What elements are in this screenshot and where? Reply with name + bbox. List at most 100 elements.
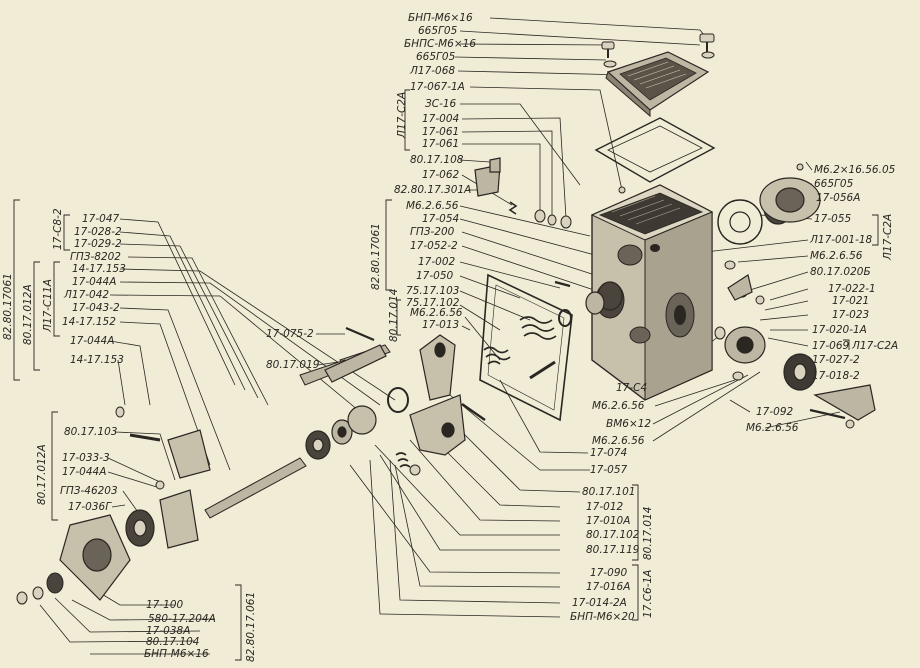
label-c4: 17-052-2 [410,240,458,252]
label-a6: 17-067-1А [410,81,465,93]
gearbox-housing [590,184,714,401]
label-k12: 17-069 [812,340,850,352]
label-k6: М6.2.6.56 [810,250,863,262]
group-label-v5: Л17-С11А [42,279,54,332]
label-h10: 17-014-2А [572,597,627,609]
label-k14: 17-018-2 [812,370,860,382]
label-d2: 17-028-2 [74,226,122,238]
label-h6: 80.17.102 [586,529,640,541]
label-f1: 80.17.103 [64,426,118,438]
label-b7: 82.80.17.301А [394,184,472,196]
label-k4: 17-055 [814,213,852,225]
group-label-v2: 82.80.17061 [370,223,382,290]
group-label-v1: Л17-С2А [396,91,408,138]
label-c1: М6.2.6.56 [406,200,459,212]
group-label-v10: 80.17.014 [642,506,654,560]
group-label-v13: Л17-С2А [852,340,899,352]
flanges [59,177,821,601]
label-e2: 80.17.019 [266,359,320,371]
group-label-v12: Л17-С2А [882,213,894,260]
label-h9: 17-016А [586,581,631,593]
group-label-v6: 82.80.17061 [2,273,14,340]
label-g5: БНП-М6×16 [144,648,209,660]
group-brackets [13,89,879,661]
label-f2: 17-033-3 [62,452,110,464]
springs [395,201,557,468]
label-d3: 17-029-2 [74,238,122,250]
label-f5: 17-036Г [68,501,112,513]
label-b3: 17-061 [422,126,460,138]
label-c6: 17-050 [416,270,454,282]
label-b2: 17-004 [422,113,460,125]
label-d11: 14-17.153 [70,354,124,366]
top-cover [605,51,710,118]
leader-lines [39,17,841,655]
group-label-v7: 80.17.012А [22,284,34,345]
cover-gasket [594,117,716,183]
label-h3: 80.17.101 [582,486,636,498]
washers [16,163,855,605]
label-b4: 17-061 [422,138,460,150]
label-h11: БНП-М6×20 [570,611,635,623]
label-k9: 17-021 [832,295,870,307]
label-m1: 17-С4 [616,382,648,394]
label-k1: М6.2×16.56.05 [814,164,896,176]
label-f4: ГПЗ-46203 [60,485,118,497]
label-k11: 17-020-1А [812,324,867,336]
label-e1: 17-075-2 [266,328,314,340]
label-a5: Л17-068 [410,65,456,77]
label-g1: 17-100 [146,599,184,611]
label-k15: 17-092 [756,406,794,418]
label-k7: 80.17.020Б [810,266,871,278]
label-c3: ГПЗ-200 [410,226,455,238]
label-k13: 17-027-2 [812,354,860,366]
label-k3: 17-056А [816,192,861,204]
label-h1: 17-074 [590,447,628,459]
label-d8: 17-043-2 [72,302,120,314]
label-h8: 17-090 [590,567,628,579]
bolts-top [601,33,715,68]
group-label-v4: 17-С8-2 [52,208,64,250]
label-b6: 17-062 [422,169,460,181]
label-h5: 17-010А [586,515,631,527]
label-h7: 80.17.119 [586,544,640,556]
label-a4: 665Г05 [416,51,456,63]
label-g2: 580-17.204А [148,613,216,625]
label-k8: 17-022-1 [828,283,876,295]
label-d1: 17-047 [82,213,120,225]
group-label-v8: 80.17.012А [36,444,48,505]
label-d10: 17-044А [70,335,115,347]
label-c5: 17-002 [418,256,456,268]
label-d4: ГПЗ-8202 [70,251,121,263]
label-d6: 17-044А [72,276,117,288]
shafts [129,280,846,519]
label-c8: 75.17.102 [406,297,460,309]
side-gasket [479,273,573,422]
label-c2: 17-054 [422,213,460,225]
label-a1: БНП-М6×16 [408,12,473,24]
group-label-v11: 17.С6-1А [642,569,654,618]
label-b5: 80.17.108 [410,154,464,166]
levers [324,157,876,421]
label-h4: 17-012 [586,501,624,513]
label-a3: БНПС-М6×16 [404,38,477,50]
label-a2: 665Г05 [418,25,458,37]
label-g3: 17-038А [146,625,191,637]
label-k5: Л17-001-18 [810,234,873,246]
label-m2: М6.2.6.56 [592,400,645,412]
label-f3: 17-044А [62,466,107,478]
label-b1: ЗС-16 [425,98,457,110]
label-d5: 14-17.153 [72,263,126,275]
group-label-v3: 80.17.014 [388,288,400,342]
label-c7: 75.17.103 [406,285,460,297]
label-c9: М6.2.6.56 [410,307,463,319]
label-d7: Л17-042 [64,289,110,301]
label-k16: М6.2.6.56 [746,422,799,434]
label-d9: 14-17.152 [62,316,116,328]
label-c10: 17-013 [422,319,460,331]
label-k2: 665Г05 [814,178,854,190]
label-k10: 17-023 [832,309,870,321]
group-label-v9: 82.80.17.061 [245,591,257,662]
